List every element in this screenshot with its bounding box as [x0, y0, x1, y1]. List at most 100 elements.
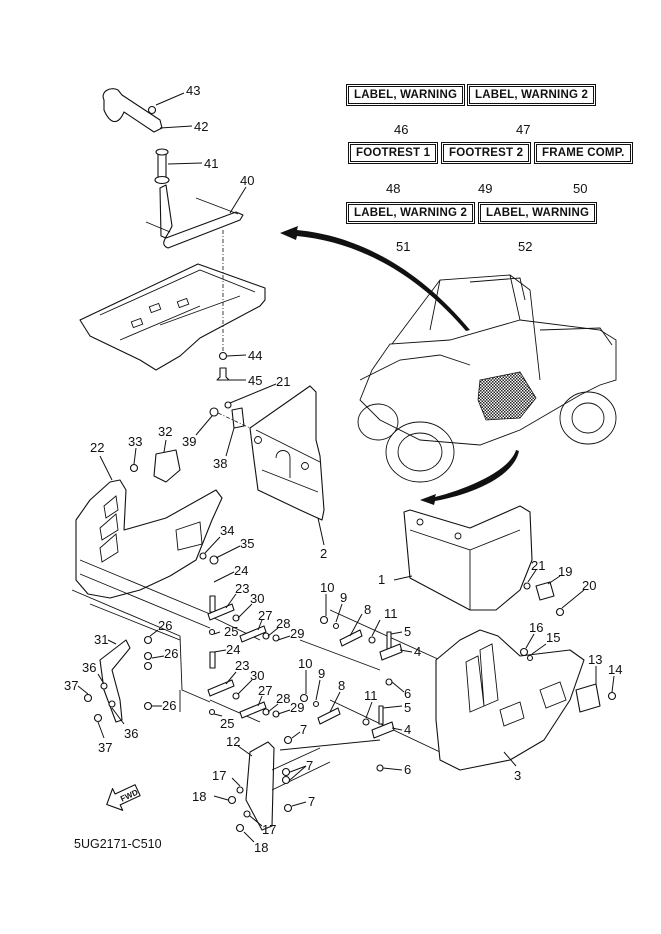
callout-16: 16	[529, 620, 543, 635]
part-1-frame	[403, 505, 565, 617]
label-footrest-2-49: FOOTREST 2	[441, 142, 532, 164]
callout-35: 35	[240, 536, 254, 551]
callout-33: 33	[128, 434, 142, 449]
part-21-nut	[224, 401, 232, 409]
part-24-bolt	[209, 595, 216, 613]
callout-32: 32	[158, 424, 172, 439]
callout-24b: 24	[226, 642, 240, 657]
label-ref-52: 52	[518, 239, 533, 254]
part-34-washer	[199, 552, 207, 560]
label-footrest-1-48: FOOTREST 1	[348, 142, 439, 164]
callout-24a: 24	[234, 563, 248, 578]
part-21-nut-right	[523, 582, 531, 590]
part-15-washer	[526, 654, 534, 662]
diagram-code: 5UG2171-C510	[74, 837, 162, 851]
callout-40: 40	[240, 173, 254, 188]
callout-3: 3	[514, 768, 521, 783]
part-38-plate	[231, 407, 245, 429]
callout-25b: 25	[220, 716, 234, 731]
floor-assembly	[79, 88, 266, 381]
part-16-nut	[519, 647, 529, 657]
part-8-link	[339, 629, 363, 647]
label-ref-47: 47	[516, 122, 531, 137]
part-31-plate	[99, 639, 131, 723]
callout-13: 13	[588, 652, 602, 667]
callout-1: 1	[378, 572, 385, 587]
callout-44: 44	[248, 348, 262, 363]
part-3-right-footrest	[435, 629, 617, 771]
floor-plate	[79, 263, 266, 371]
part-23-link	[207, 603, 235, 621]
part-14-bolt	[607, 691, 617, 701]
callout-9a: 9	[340, 590, 347, 605]
fwd-label: FWD	[119, 788, 140, 804]
callout-30b: 30	[250, 668, 264, 683]
callout-38: 38	[213, 456, 227, 471]
fwd-arrow-icon: FWD	[106, 784, 141, 811]
callout-22: 22	[90, 440, 104, 455]
callout-29b: 29	[290, 700, 304, 715]
callout-27b: 27	[258, 683, 272, 698]
callout-7b: 7	[306, 758, 313, 773]
callout-31: 31	[94, 632, 108, 647]
part-32-step	[153, 449, 181, 483]
callout-10b: 10	[298, 656, 312, 671]
callouts: 43 42 41 40 44 45 21 39 38 2 32 33 22 34…	[64, 83, 622, 855]
part-19-plate	[535, 581, 555, 601]
callout-4a: 4	[414, 644, 421, 659]
callout-42: 42	[194, 119, 208, 134]
callout-39: 39	[182, 434, 196, 449]
part-33-bolt	[129, 463, 139, 473]
callout-9b: 9	[318, 666, 325, 681]
part-13-step	[575, 683, 601, 713]
callout-19: 19	[558, 564, 572, 579]
callout-17b: 17	[262, 822, 276, 837]
callout-15: 15	[546, 630, 560, 645]
callout-18b: 18	[254, 840, 268, 855]
callout-26b: 26	[164, 646, 178, 661]
part-44-nut	[218, 351, 228, 361]
callout-29a: 29	[290, 626, 304, 641]
callout-2: 2	[320, 546, 327, 561]
callout-28a: 28	[276, 616, 290, 631]
callout-45: 45	[248, 373, 262, 388]
label-ref-50: 50	[573, 181, 588, 196]
callout-12: 12	[226, 734, 240, 749]
part-12-guard	[227, 735, 331, 833]
callout-11a: 11	[384, 606, 398, 621]
callout-26c: 26	[162, 698, 176, 713]
callout-5b: 5	[404, 700, 411, 715]
part-9-washer	[332, 622, 340, 630]
part-40-rod	[159, 184, 244, 249]
part-20-bolt	[555, 607, 565, 617]
callout-6a: 6	[404, 686, 411, 701]
callout-28b: 28	[276, 691, 290, 706]
curved-arrow-to-frame	[420, 450, 519, 505]
label-warning-2-47: LABEL, WARNING 2	[467, 84, 597, 106]
callout-26a: 26	[158, 618, 172, 633]
part-39-bolt	[209, 407, 219, 417]
callout-7a: 7	[300, 722, 307, 737]
callout-10a: 10	[320, 580, 334, 595]
part-4-bracket	[379, 643, 403, 661]
callout-21b: 21	[531, 558, 545, 573]
label-ref-48: 48	[386, 181, 401, 196]
part-43-screw	[147, 105, 157, 115]
part-6-washer	[385, 678, 393, 686]
callout-11b: 11	[364, 688, 378, 703]
callout-6b: 6	[404, 762, 411, 777]
part-2-bracket	[209, 385, 325, 521]
callout-7c: 7	[308, 794, 315, 809]
callout-34: 34	[220, 523, 234, 538]
center-hardware	[279, 609, 441, 772]
callout-5a: 5	[404, 624, 411, 639]
part-10-bolt	[319, 615, 329, 625]
callout-14: 14	[608, 662, 622, 677]
label-warning-46: LABEL, WARNING	[346, 84, 466, 106]
callout-37a: 37	[64, 678, 78, 693]
callout-30a: 30	[250, 591, 264, 606]
callout-20: 20	[582, 578, 596, 593]
label-warning-2-51: LABEL, WARNING 2	[346, 202, 476, 224]
part-41-collar	[157, 151, 167, 181]
label-frame-comp-50: FRAME COMP.	[534, 142, 633, 164]
